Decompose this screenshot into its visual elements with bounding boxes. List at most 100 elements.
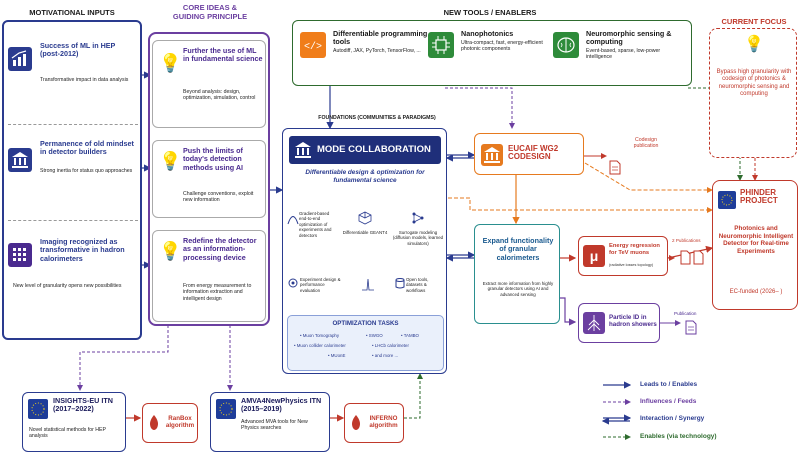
- brain-icon: [553, 32, 579, 58]
- bell-curve-icon: [287, 216, 299, 225]
- task-label: Muon Tomography: [302, 333, 340, 338]
- target-icon: [288, 278, 298, 288]
- inferno-label: INFERNO algorithm: [369, 415, 398, 430]
- expand-title: Expand functionality of granular calorim…: [482, 236, 554, 262]
- mode-panel: MODE COLLABORATION Differentiable design…: [282, 128, 447, 374]
- flame-icon: [352, 415, 360, 430]
- task-label: SWGO: [368, 333, 383, 338]
- database-icon: [395, 278, 405, 289]
- chart-icon: [8, 47, 32, 71]
- tool-differentiable: </> Differentiable programming tools Aut…: [300, 29, 430, 80]
- tool-title-2: Nanophotonics: [461, 29, 514, 38]
- amva-title: AMVA4NewPhysics ITN (2015–2019): [241, 396, 322, 414]
- header-motivational: MOTIVATIONAL INPUTS: [29, 8, 115, 17]
- insights-desc: Novel statistical methods for HEP analys…: [29, 427, 106, 440]
- phinder-panel: PHINDER PROJECT Photonics and Neuromorph…: [712, 180, 798, 310]
- document-icon: [609, 160, 621, 175]
- peak-icon: [362, 278, 374, 291]
- energy-title: Energy regression for TeV muons: [609, 243, 660, 256]
- phinder-title: PHINDER PROJECT: [740, 188, 778, 206]
- documents-icon: [680, 250, 704, 265]
- mode-header: MODE COLLABORATION: [289, 136, 441, 164]
- mode-cell-gradient: Gradient-based end-to-end optimization o…: [287, 211, 337, 251]
- inferno-panel: INFERNO algorithm: [344, 403, 404, 443]
- core-title-1: Further the use of ML in fundamental sci…: [183, 46, 263, 64]
- muon-icon: μ: [583, 245, 605, 267]
- energy-subtitle: (radiative losses topology): [609, 263, 654, 267]
- code-icon: </>: [300, 32, 326, 58]
- mode-title: MODE COLLABORATION: [317, 144, 431, 155]
- network-icon: [412, 212, 424, 224]
- expand-panel: Expand functionality of granular calorim…: [474, 224, 560, 324]
- task-item: • and more ...: [372, 353, 399, 358]
- foundations-label: FOUNDATIONS (COMMUNITIES & PARADIGMS): [318, 115, 436, 121]
- legend-influences: Influences / Feeds: [640, 398, 697, 405]
- phinder-funding: EC-funded (2026– ): [729, 289, 783, 295]
- core-title-2: Push the limits of today's detection met…: [183, 146, 244, 172]
- task-item: • SWGO: [366, 333, 383, 338]
- insights-title: INSIGHTS-EU ITN (2017–2022): [53, 396, 113, 414]
- focus-panel: 💡 Bypass high granularity with codesign …: [709, 28, 797, 158]
- tool-neuromorphic: Neuromorphic sensing & computing Event-b…: [553, 29, 688, 80]
- phinder-desc: Photonics and Neuromorphic Intelligent D…: [718, 225, 794, 255]
- tool-desc-2: Ultra-compact, fast, energy-efficient ph…: [461, 40, 543, 53]
- task-label: LHCb calorimeter: [374, 343, 409, 348]
- chip-icon: [428, 32, 454, 58]
- ranbox-panel: RanBox algorithm: [142, 403, 198, 443]
- mode-subtitle: Differentiable design & optimization for…: [305, 169, 425, 184]
- lightbulb-icon: 💡: [159, 53, 182, 73]
- task-item: • TAMBO: [401, 333, 419, 338]
- energy-publications: 2 Publications: [672, 238, 701, 243]
- shower-icon: [583, 312, 605, 334]
- pid-panel: Particle ID in hadron showers: [578, 303, 660, 343]
- tools-panel: [292, 20, 692, 86]
- header-core: CORE IDEAS & GUIDING PRINCIPLE: [172, 3, 248, 21]
- pid-title: Particle ID in hadron showers: [609, 314, 657, 329]
- task-item: • Muon collider calorimeter: [294, 343, 346, 348]
- cell-text: Experiment design & performance evaluati…: [300, 277, 341, 293]
- insights-panel: INSIGHTS-EU ITN (2017–2022) Novel statis…: [22, 392, 126, 452]
- grid-icon: [8, 243, 32, 267]
- institution-icon: [295, 142, 311, 158]
- tool-nanophotonics: Nanophotonics Ultra-compact, fast, energ…: [428, 29, 558, 80]
- lightbulb-icon: 💡: [159, 241, 182, 261]
- tool-desc-1: Autodiff, JAX, PyTorch, TensorFlow, ...: [333, 48, 421, 54]
- cube-icon: [358, 211, 372, 225]
- cell-text: Gradient-based end-to-end optimization o…: [299, 211, 332, 238]
- lightbulb-icon: 💡: [744, 36, 764, 53]
- lightbulb-icon: 💡: [159, 151, 182, 171]
- core-desc-3: From energy measurement to information e…: [183, 283, 252, 302]
- mode-cell-geant4: Differentiable GEANT4: [341, 211, 389, 251]
- motivational-desc-2: Strong inertia for status quo approaches: [40, 168, 133, 174]
- eucaif-panel: EUCAIF WG2 CODESIGN: [474, 133, 584, 175]
- amva-desc: Advanced MVA tools for New Physics searc…: [241, 419, 308, 432]
- motivational-title-2: Permanence of old mindset in detector bu…: [40, 139, 134, 157]
- mode-cell-open: Open tools, datasets & workflows: [395, 277, 445, 309]
- tool-title-3: Neuromorphic sensing & computing: [586, 29, 672, 47]
- pid-publication: Publication: [674, 311, 697, 316]
- eu-flag-icon: [28, 399, 48, 419]
- core-desc-1: Beyond analysis: design, optimization, s…: [183, 89, 256, 102]
- core-title-3: Redefine the detector as an information-…: [183, 236, 257, 262]
- tool-title-1: Differentiable programming tools: [333, 29, 428, 47]
- eu-flag-icon: [216, 399, 236, 419]
- core-item-3: 💡 Redefine the detector as an informatio…: [152, 230, 266, 322]
- header-tools: NEW TOOLS / ENABLERS: [443, 8, 537, 17]
- header-focus: CURRENT FOCUS: [721, 17, 787, 26]
- mode-cell-experiment: Experiment design & performance evaluati…: [287, 277, 343, 309]
- task-label: Muon collider calorimeter: [296, 343, 346, 348]
- institution-icon: [8, 148, 32, 172]
- task-label: MUonE: [330, 353, 346, 358]
- legend-enables: Enables (via technology): [640, 433, 717, 440]
- task-item: • Muon Tomography: [300, 333, 340, 338]
- core-item-2: 💡 Push the limits of today's detection m…: [152, 140, 266, 218]
- motivational-title-3: Imaging recognized as transformative in …: [40, 237, 125, 263]
- task-label: and more ...: [374, 353, 399, 358]
- energy-panel: μ Energy regression for TeV muons (radia…: [578, 236, 668, 276]
- eu-flag-icon: [718, 191, 736, 209]
- task-label: TAMBO: [403, 333, 419, 338]
- motivational-desc-3: New level of granularity opens new possi…: [13, 283, 122, 289]
- eucaif-title: EUCAIF WG2 CODESIGN: [508, 144, 559, 162]
- mode-cell-surrogate: Surrogate modeling (diffusion models, le…: [391, 211, 445, 251]
